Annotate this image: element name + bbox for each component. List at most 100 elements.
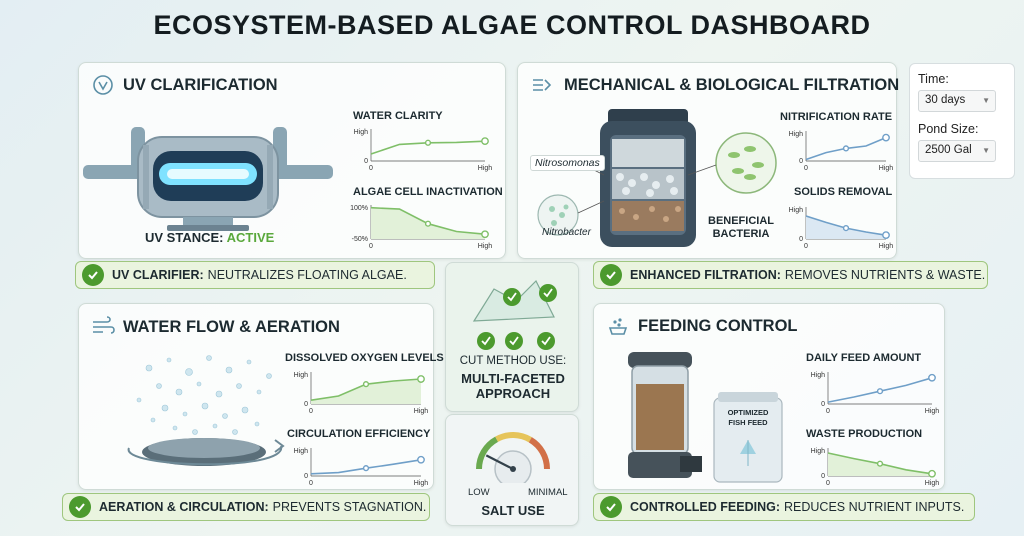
data-point (362, 465, 370, 472)
y-tick-top: High (354, 129, 369, 136)
uv-banner: UV CLARIFIER: NEUTRALIZES FLOATING ALGAE… (75, 261, 435, 289)
x-tick-left: 0 (826, 408, 830, 415)
filter-icon (533, 79, 552, 91)
chart-title-algae-inactivation: ALGAE CELL INACTIVATION (353, 186, 503, 198)
time-label: Time: (918, 72, 949, 86)
gauge-pivot (510, 466, 516, 472)
y-tick-bottom: 0 (799, 236, 803, 243)
label-bacteria-line2: BACTERIA (712, 228, 770, 240)
filtration-panel: MECHANICAL & BIOLOGICAL FILTRATION Nitro… (517, 62, 899, 259)
data-point (424, 139, 432, 146)
chart-title-water-clarity: WATER CLARITY (353, 110, 443, 122)
feed-bag-line2: FISH FEED (728, 418, 768, 427)
x-tick-right: High (925, 480, 940, 487)
data-point (928, 373, 936, 382)
y-tick-top: High (789, 131, 804, 138)
feeder-icon (608, 318, 628, 335)
feeding-banner-strong: CONTROLLED FEEDING: (630, 500, 780, 514)
data-point (876, 460, 884, 467)
chart-title-nitrification: NITRIFICATION RATE (780, 111, 893, 123)
time-select[interactable]: 30 days ▼ (918, 90, 996, 112)
check-icon (600, 264, 622, 286)
method-label: CUT METHOD USE: (459, 355, 567, 367)
wind-icon (93, 316, 115, 334)
x-tick-right: High (879, 165, 894, 172)
x-tick-right: High (478, 243, 493, 250)
y-tick-bottom: 0 (799, 158, 803, 165)
chart-title-waste: WASTE PRODUCTION (806, 428, 923, 440)
series-area (371, 207, 485, 239)
feed-bag-line1: OPTIMIZED (727, 408, 769, 417)
uv-title: UV CLARIFICATION (123, 76, 278, 94)
x-tick-left: 0 (369, 165, 373, 172)
page-title: ECOSYSTEM-BASED ALGAE CONTROL DASHBOARD (153, 10, 871, 40)
uv-status-value: ACTIVE (226, 230, 275, 245)
check-icon (69, 496, 91, 518)
feeding-title: FEEDING CONTROL (638, 317, 798, 335)
data-point (876, 388, 884, 395)
check-icon (82, 264, 104, 286)
x-tick-left: 0 (369, 243, 373, 250)
data-point (417, 455, 425, 464)
y-tick-top: High (811, 372, 826, 379)
gauge-needle (485, 454, 514, 470)
y-tick-bottom: 0 (304, 401, 308, 408)
y-tick-top: High (811, 448, 826, 455)
feeder-illustration (628, 352, 783, 483)
x-tick-right: High (925, 408, 940, 415)
aeration-banner: AERATION & CIRCULATION: PREVENTS STAGNAT… (62, 493, 430, 521)
ecosystem-icon (472, 279, 557, 350)
data-point (417, 375, 425, 383)
chart-title-dissolved-oxygen: DISSOLVED OXYGEN LEVELS (285, 352, 444, 364)
aeration-title: WATER FLOW & AERATION (123, 318, 340, 336)
data-point (424, 220, 432, 227)
data-point (928, 469, 936, 478)
aeration-panel: WATER FLOW & AERATION DISSOLVED OXYGEN L… (78, 303, 444, 490)
chevron-down-icon: ▼ (982, 146, 990, 155)
feeding-panel: FEEDING CONTROL OPTIMIZED FISH FEED DAIL… (593, 303, 945, 490)
chart-title-solids: SOLIDS REMOVAL (794, 186, 893, 198)
uv-panel: UV CLARIFICATION UV STANCE: ACTIVE WATER… (78, 62, 506, 259)
y-tick-bottom: 0 (821, 473, 825, 480)
gauge-high-label: MINIMAL (528, 487, 568, 498)
gauge-title: SALT USE (481, 503, 545, 518)
feed-bag-label: OPTIMIZED FISH FEED (714, 408, 782, 428)
controls-panel: Time: 30 days ▼ Pond Size: 2500 Gal ▼ (909, 63, 1015, 179)
uv-status-label: UV STANCE: (145, 230, 224, 245)
pond-size-value: 2500 Gal (925, 144, 972, 156)
y-tick-bottom: -50% (352, 236, 368, 243)
x-tick-right: High (414, 480, 429, 487)
gauge-arc-segment (476, 436, 499, 470)
x-tick-left: 0 (826, 480, 830, 487)
data-point (362, 381, 370, 388)
feeding-banner-text: REDUCES NUTRIENT INPUTS. (784, 500, 965, 514)
x-tick-right: High (414, 408, 429, 415)
y-tick-top: High (789, 207, 804, 214)
uv-banner-strong: UV CLARIFIER: (112, 268, 204, 282)
label-beneficial-bacteria: BENEFICIAL BACTERIA (706, 215, 776, 241)
gauge-arc-segment (528, 437, 550, 470)
aeration-banner-strong: AERATION & CIRCULATION: (99, 500, 269, 514)
x-tick-right: High (478, 165, 493, 172)
y-tick-bottom: 0 (821, 401, 825, 408)
y-tick-bottom: 0 (304, 473, 308, 480)
series-area (806, 216, 886, 239)
check-icon (600, 496, 622, 518)
method-panel: CUT METHOD USE: MULTI-FACETED APPROACH (445, 262, 579, 412)
label-nitrosomonas: Nitrosomonas (530, 155, 605, 171)
y-tick-top: High (294, 372, 309, 379)
pond-size-select[interactable]: 2500 Gal ▼ (918, 140, 996, 162)
uv-icon (93, 75, 113, 95)
data-point (481, 137, 489, 146)
uv-banner-text: NEUTRALIZES FLOATING ALGAE. (207, 268, 407, 282)
y-tick-bottom: 0 (364, 158, 368, 165)
x-tick-left: 0 (804, 243, 808, 250)
data-point (882, 231, 890, 240)
